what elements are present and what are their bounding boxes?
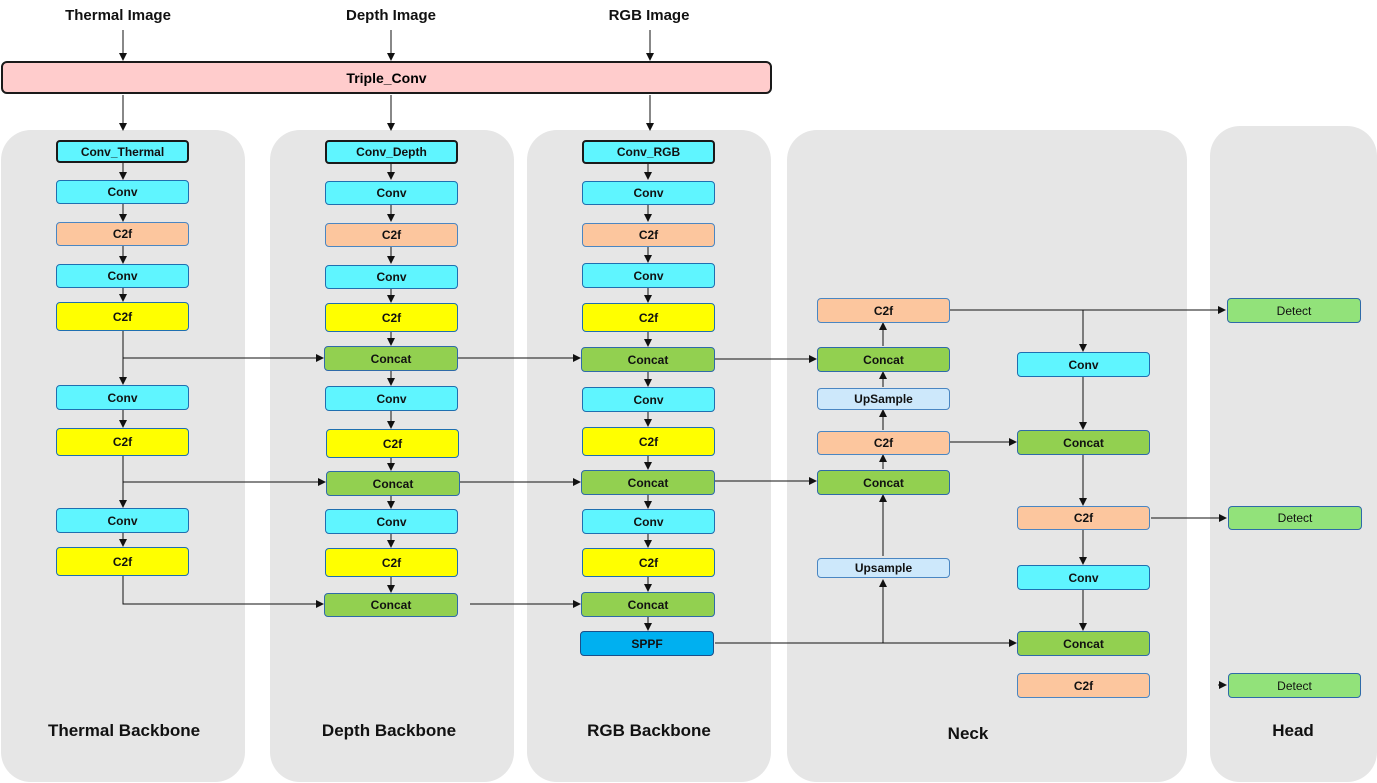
sppf-block: SPPF <box>580 631 714 656</box>
neck-conv-block-2: Conv <box>1017 565 1150 590</box>
neck-concat-block-top: Concat <box>817 347 950 372</box>
head-panel <box>1210 126 1377 782</box>
thermal-c2f-block-1: C2f <box>56 222 189 246</box>
rgb-concat-block-1: Concat <box>581 347 715 372</box>
rgb-concat-block-2: Concat <box>581 470 715 495</box>
depth-c2f-block-4: C2f <box>325 548 458 577</box>
rgb-conv-block-4: Conv <box>582 509 715 534</box>
conv-rgb-block: Conv_RGB <box>582 140 715 164</box>
rgb-c2f-block-4: C2f <box>582 548 715 577</box>
depth-c2f-block-3: C2f <box>326 429 459 458</box>
conv-thermal-block: Conv_Thermal <box>56 140 189 163</box>
rgb-image-label: RGB Image <box>608 7 690 24</box>
neck-upsample-block-2: Upsample <box>817 558 950 578</box>
thermal-c2f-block-3: C2f <box>56 428 189 456</box>
rgb-conv-block-2: Conv <box>582 263 715 288</box>
rgb-c2f-block-3: C2f <box>582 427 715 456</box>
depth-c2f-block-1: C2f <box>325 223 458 247</box>
triple-conv-block: Triple_Conv <box>1 61 772 94</box>
rgb-c2f-block-1: C2f <box>582 223 715 247</box>
depth-concat-block-2: Concat <box>326 471 460 496</box>
neck-c2f-block-top: C2f <box>817 298 950 323</box>
rgb-backbone-label: RGB Backbone <box>587 721 711 740</box>
neck-conv-block-1: Conv <box>1017 352 1150 377</box>
neck-upsample-block-1: UpSample <box>817 388 950 410</box>
depth-concat-block-3: Concat <box>324 593 458 617</box>
detect-block-1: Detect <box>1227 298 1361 323</box>
rgb-c2f-block-2: C2f <box>582 303 715 332</box>
rgb-conv-block-1: Conv <box>582 181 715 205</box>
depth-c2f-block-2: C2f <box>325 303 458 332</box>
depth-conv-block-2: Conv <box>325 265 458 289</box>
depth-conv-block-3: Conv <box>325 386 458 411</box>
depth-concat-block-1: Concat <box>324 346 458 371</box>
conv-depth-block: Conv_Depth <box>325 140 458 164</box>
rgb-conv-block-3: Conv <box>582 387 715 412</box>
neck-concat-block-right-1: Concat <box>1017 430 1150 455</box>
neck-concat-block-mid: Concat <box>817 470 950 495</box>
thermal-conv-block-3: Conv <box>56 385 189 410</box>
thermal-image-label: Thermal Image <box>65 7 171 24</box>
neck-label: Neck <box>947 724 989 743</box>
thermal-c2f-block-4: C2f <box>56 547 189 576</box>
neck-c2f-block-mid: C2f <box>817 431 950 455</box>
thermal-conv-block-1: Conv <box>56 180 189 204</box>
depth-conv-block-1: Conv <box>325 181 458 205</box>
thermal-conv-block-4: Conv <box>56 508 189 533</box>
thermal-c2f-block-2: C2f <box>56 302 189 331</box>
depth-backbone-label: Depth Backbone <box>321 721 457 740</box>
thermal-conv-block-2: Conv <box>56 264 189 288</box>
neck-concat-block-right-2: Concat <box>1017 631 1150 656</box>
detect-block-2: Detect <box>1228 506 1362 530</box>
rgb-concat-block-3: Concat <box>581 592 715 617</box>
depth-conv-block-4: Conv <box>325 509 458 534</box>
neck-c2f-block-right: C2f <box>1017 506 1150 530</box>
neck-c2f-block-bottom: C2f <box>1017 673 1150 698</box>
detect-block-3: Detect <box>1228 673 1361 698</box>
depth-image-label: Depth Image <box>345 7 437 24</box>
head-label: Head <box>1272 721 1314 740</box>
thermal-backbone-label: Thermal Backbone <box>47 721 201 740</box>
